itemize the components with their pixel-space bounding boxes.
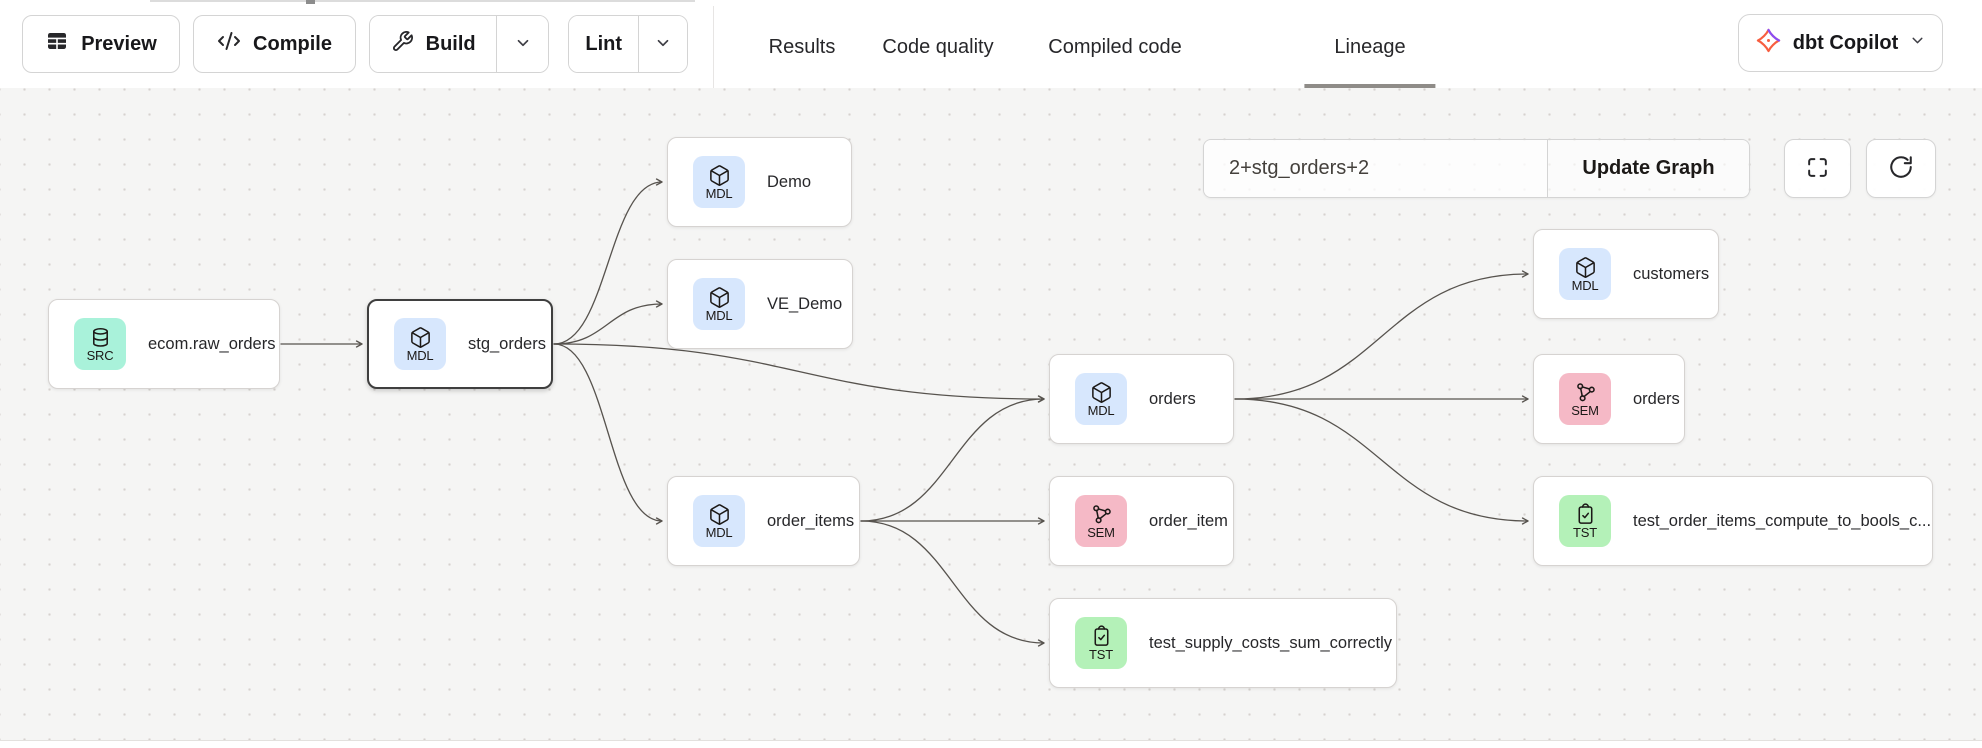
node-type-badge: SRC bbox=[86, 347, 114, 363]
build-button[interactable]: Build bbox=[370, 16, 497, 72]
node-type-badge: TST bbox=[1573, 524, 1597, 540]
build-dropdown-button[interactable] bbox=[496, 16, 548, 72]
dbt-copilot-button[interactable]: dbt Copilot bbox=[1738, 14, 1943, 72]
model-cube-icon: MDL bbox=[693, 495, 745, 547]
model-cube-icon: MDL bbox=[1075, 373, 1127, 425]
database-icon: SRC bbox=[74, 318, 126, 370]
test-clipboard-icon: TST bbox=[1075, 617, 1127, 669]
lineage-edge-stg_orders-to-demo bbox=[553, 178, 663, 345]
tab-remnant-mark bbox=[306, 0, 315, 4]
lineage-selector-input[interactable]: 2+stg_orders+2 bbox=[1204, 140, 1547, 197]
lint-label: Lint bbox=[585, 32, 623, 55]
lint-dropdown-button[interactable] bbox=[638, 16, 687, 72]
lineage-edge-stg_orders-to-orders_model bbox=[553, 343, 1045, 403]
toolbar: Preview Compile Build Lint bbox=[0, 0, 1982, 88]
tab-lineage[interactable]: Lineage bbox=[1304, 6, 1436, 88]
node-type-badge: TST bbox=[1089, 646, 1113, 662]
compile-code-icon bbox=[217, 29, 241, 59]
semantic-graph-icon: SEM bbox=[1559, 373, 1611, 425]
fullscreen-button[interactable] bbox=[1784, 139, 1851, 198]
lineage-node-order_items[interactable]: MDL order_items bbox=[667, 476, 860, 566]
lineage-node-orders_model[interactable]: MDL orders bbox=[1049, 354, 1234, 444]
model-cube-icon: MDL bbox=[693, 278, 745, 330]
lineage-node-customers[interactable]: MDL customers bbox=[1533, 229, 1719, 319]
lineage-node-stg_orders[interactable]: MDL stg_orders bbox=[367, 299, 553, 389]
node-label: test_order_items_compute_to_bools_c... bbox=[1633, 511, 1932, 530]
compile-label: Compile bbox=[253, 32, 332, 55]
build-wrench-icon bbox=[391, 30, 414, 59]
tab-remnant-line bbox=[150, 0, 695, 2]
build-label: Build bbox=[425, 32, 476, 55]
tab-code-quality[interactable]: Code quality bbox=[852, 6, 1023, 88]
node-label: test_supply_costs_sum_correctly bbox=[1149, 633, 1393, 652]
update-graph-button[interactable]: Update Graph bbox=[1547, 140, 1749, 197]
dbt-logo-icon bbox=[1755, 27, 1782, 60]
fullscreen-icon bbox=[1805, 155, 1830, 183]
toolbar-divider bbox=[713, 6, 714, 88]
lineage-selector-bar: 2+stg_orders+2 Update Graph bbox=[1203, 139, 1750, 198]
lineage-edge-stg_orders-to-order_items bbox=[553, 343, 663, 525]
lineage-node-orders_sem[interactable]: SEM orders bbox=[1533, 354, 1685, 444]
chevron-down-icon bbox=[654, 34, 672, 55]
lineage-node-test_supply[interactable]: TST test_supply_costs_sum_correctly bbox=[1049, 598, 1397, 688]
lineage-edge-order_items-to-orders_model bbox=[860, 395, 1045, 522]
tab-code-quality-label: Code quality bbox=[882, 35, 994, 58]
lineage-edges bbox=[280, 178, 1529, 647]
tab-lineage-label: Lineage bbox=[1334, 35, 1406, 58]
tab-compiled-code[interactable]: Compiled code bbox=[1018, 6, 1211, 88]
node-type-badge: SEM bbox=[1571, 402, 1599, 418]
node-type-badge: MDL bbox=[705, 307, 733, 323]
node-label: orders bbox=[1149, 389, 1196, 408]
lineage-edge-orders_model-to-customers bbox=[1234, 270, 1529, 400]
build-button-group: Build bbox=[369, 15, 549, 73]
node-label: ecom.raw_orders bbox=[148, 334, 276, 353]
model-cube-icon: MDL bbox=[1559, 248, 1611, 300]
lineage-edge-orders_model-to-test_order_items bbox=[1234, 398, 1529, 525]
lint-button-group: Lint bbox=[568, 15, 688, 73]
lineage-node-ecom_raw_orders[interactable]: SRC ecom.raw_orders bbox=[48, 299, 280, 389]
refresh-button[interactable] bbox=[1866, 139, 1936, 198]
node-type-badge: MDL bbox=[406, 347, 434, 363]
node-label: VE_Demo bbox=[767, 294, 843, 313]
model-cube-icon: MDL bbox=[394, 318, 446, 370]
lineage-edge-stg_orders-to-ve_demo bbox=[553, 300, 663, 345]
lineage-node-demo[interactable]: MDL Demo bbox=[667, 137, 852, 227]
semantic-graph-icon: SEM bbox=[1075, 495, 1127, 547]
node-label: customers bbox=[1633, 264, 1710, 283]
node-type-badge: MDL bbox=[705, 524, 733, 540]
lineage-edge-order_items-to-test_supply bbox=[860, 520, 1045, 647]
bottom-strip bbox=[0, 740, 1982, 748]
node-type-badge: SEM bbox=[1087, 524, 1115, 540]
node-type-badge: MDL bbox=[1087, 402, 1115, 418]
lineage-selector-value: 2+stg_orders+2 bbox=[1229, 157, 1370, 179]
node-label: order_items bbox=[767, 511, 855, 530]
compile-button[interactable]: Compile bbox=[193, 15, 356, 73]
copilot-label: dbt Copilot bbox=[1792, 31, 1899, 54]
tab-results-label: Results bbox=[768, 35, 836, 58]
tab-compiled-code-label: Compiled code bbox=[1048, 35, 1182, 58]
preview-button[interactable]: Preview bbox=[22, 15, 180, 73]
top-tab-remnant bbox=[0, 0, 1982, 6]
lineage-node-order_item_sem[interactable]: SEM order_item bbox=[1049, 476, 1234, 566]
node-type-badge: MDL bbox=[1571, 277, 1599, 293]
refresh-icon bbox=[1888, 154, 1914, 183]
lineage-node-ve_demo[interactable]: MDL VE_Demo bbox=[667, 259, 853, 349]
preview-table-icon bbox=[45, 29, 69, 59]
model-cube-icon: MDL bbox=[693, 156, 745, 208]
test-clipboard-icon: TST bbox=[1559, 495, 1611, 547]
node-label: orders bbox=[1633, 389, 1680, 408]
lineage-node-test_order_items[interactable]: TST test_order_items_compute_to_bools_c..… bbox=[1533, 476, 1933, 566]
tab-results[interactable]: Results bbox=[739, 6, 866, 88]
node-label: Demo bbox=[767, 172, 812, 191]
node-label: stg_orders bbox=[468, 334, 546, 353]
lint-button[interactable]: Lint bbox=[569, 16, 639, 72]
chevron-down-icon bbox=[514, 34, 532, 55]
node-label: order_item bbox=[1149, 511, 1228, 530]
chevron-down-icon bbox=[1909, 32, 1926, 55]
node-type-badge: MDL bbox=[705, 185, 733, 201]
preview-label: Preview bbox=[81, 32, 157, 55]
